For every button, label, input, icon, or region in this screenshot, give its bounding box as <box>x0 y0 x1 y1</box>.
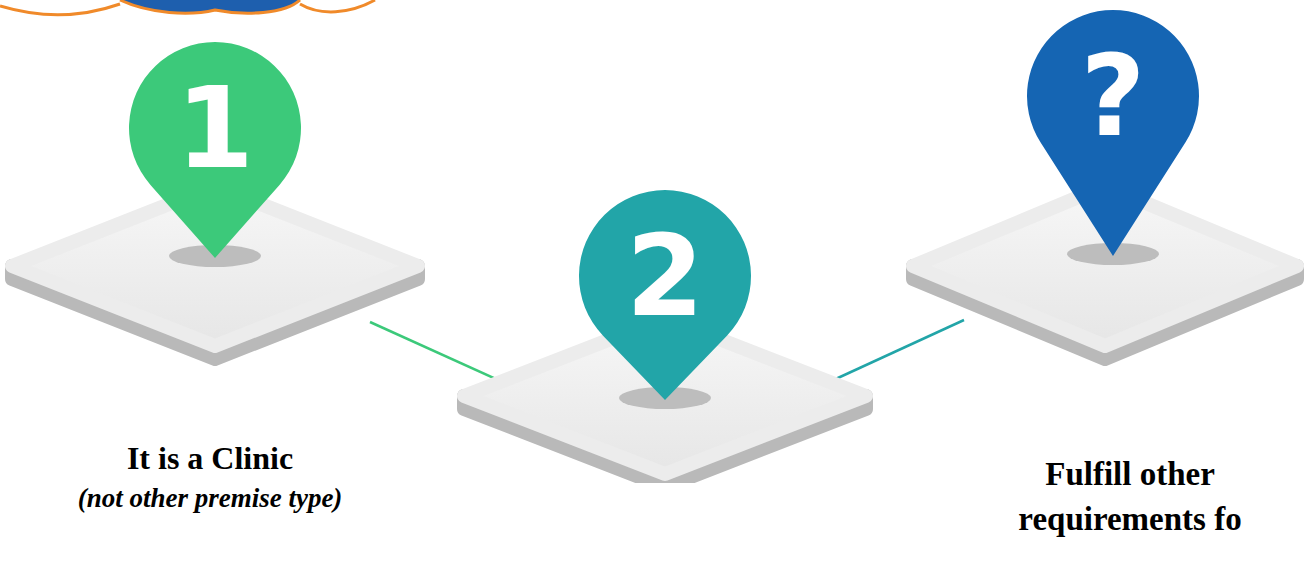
pin-number: 1 <box>176 72 254 184</box>
pin-shape <box>129 42 301 258</box>
pin-shape <box>579 190 751 400</box>
step-caption: (not other premise type) <box>30 480 390 516</box>
map-pin-marker: 1 <box>0 20 430 370</box>
pin-number: 2 <box>626 220 704 332</box>
map-pin-marker: ? <box>900 0 1304 370</box>
step-caption: It is a Clinic <box>30 437 390 480</box>
map-pin-marker: 2 <box>452 178 880 483</box>
pin-shape <box>1027 10 1199 256</box>
pin-number: ? <box>1081 40 1146 152</box>
step-caption: Fulfill other requirements fo <box>990 452 1270 541</box>
cloud-outline <box>0 0 375 15</box>
